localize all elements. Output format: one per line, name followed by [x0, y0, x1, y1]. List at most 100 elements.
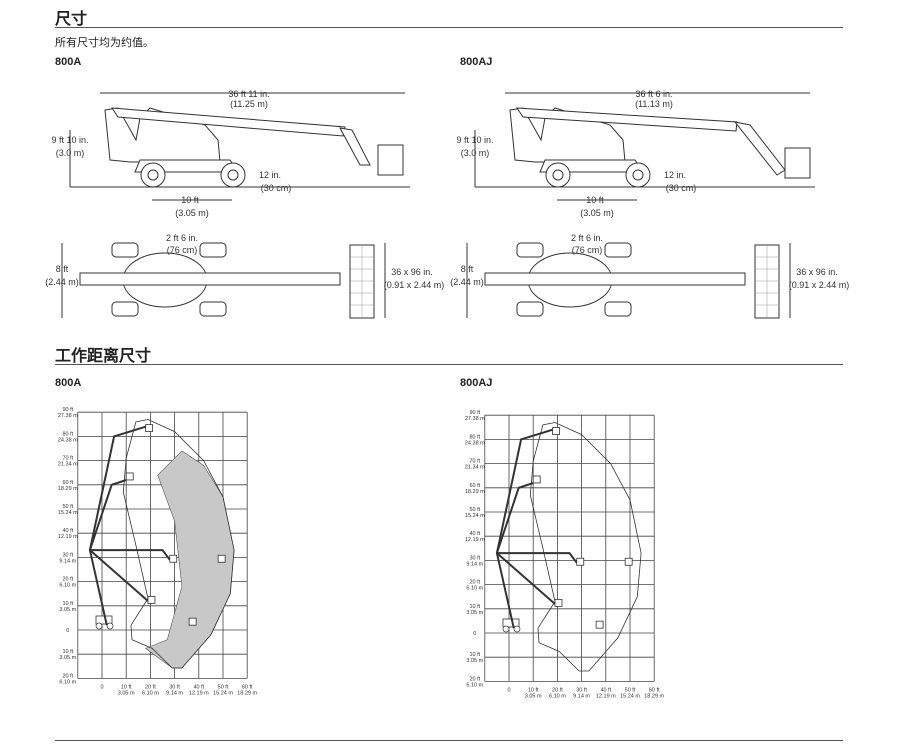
- platform-icon: [576, 557, 585, 566]
- boom-pose: [495, 482, 534, 629]
- x-tick-metric-label: 3.05 m: [525, 693, 542, 699]
- x-tick-label: 60 ft: [649, 687, 660, 693]
- y-tick-label: 80 ft: [469, 434, 480, 440]
- y-tick-metric-label: 9.14 m: [466, 561, 483, 567]
- y-tick-metric-label: 3.05 m: [59, 655, 76, 661]
- platform: [784, 147, 811, 179]
- tire: [199, 242, 227, 258]
- x-tick-label: 10 ft: [121, 684, 132, 690]
- clearance-metric-label: (30 cm): [666, 183, 697, 193]
- work-envelope: [529, 422, 642, 672]
- y-tick-label: 20 ft: [469, 676, 480, 682]
- x-tick-label: 20 ft: [145, 684, 156, 690]
- boom-top: [79, 272, 341, 286]
- boom-pose: [496, 552, 556, 605]
- platform-size-label: 36 x 96 in.: [391, 267, 433, 277]
- platform-icon: [188, 617, 197, 626]
- machine-top-view: [79, 242, 386, 319]
- y-tick-metric-label: 21.34 m: [58, 462, 78, 468]
- platform-icon: [217, 554, 226, 563]
- y-tick-label: 0: [473, 631, 476, 637]
- height-metric-label: (3.0 m): [461, 148, 490, 158]
- x-tick-label: 10 ft: [528, 687, 539, 693]
- y-tick-metric-label: 3.05 m: [466, 610, 483, 616]
- clearance-metric-label: (30 cm): [261, 183, 292, 193]
- model-label-800aj: 800AJ: [460, 56, 493, 68]
- wheelbase-metric-label: (3.05 m): [175, 208, 209, 218]
- y-tick-label: 90 ft: [469, 410, 480, 416]
- tire: [111, 301, 139, 317]
- tire: [604, 242, 632, 258]
- clearance-label: 12 in.: [664, 170, 686, 180]
- machine-side-view: [474, 92, 815, 201]
- y-tick-label: 40 ft: [62, 528, 73, 534]
- platform-icon: [595, 620, 604, 629]
- y-tick-label: 80 ft: [62, 431, 73, 437]
- x-tick-label: 40 ft: [193, 684, 204, 690]
- wheel: [106, 622, 114, 630]
- dimensions-heading: 尺寸: [55, 9, 88, 28]
- x-tick-metric-label: 9.14 m: [166, 690, 183, 696]
- y-tick-metric-label: 3.05 m: [466, 658, 483, 664]
- y-tick-label: 0: [66, 628, 69, 634]
- y-tick-metric-label: 18.29 m: [465, 489, 485, 495]
- bottom-divider: [55, 740, 843, 741]
- x-tick-label: 50 ft: [218, 684, 229, 690]
- boom-pose: [88, 425, 146, 551]
- y-tick-metric-label: 6.10 m: [59, 583, 76, 589]
- width-metric-label: (2.44 m): [45, 277, 79, 287]
- working-range-chart-800a: [77, 411, 248, 679]
- y-tick-label: 30 ft: [62, 552, 73, 558]
- boom-top: [484, 272, 746, 286]
- wheel: [140, 162, 166, 188]
- wheel: [625, 162, 651, 188]
- y-tick-metric-label: 27.38 m: [58, 413, 78, 419]
- divider: [55, 27, 843, 28]
- y-tick-label: 60 ft: [469, 483, 480, 489]
- range-label-800aj: 800AJ: [460, 377, 493, 389]
- platform-icon: [554, 598, 563, 607]
- tire: [199, 301, 227, 317]
- y-tick-label: 70 ft: [469, 459, 480, 465]
- hub: [552, 169, 564, 181]
- machine-side-view: [69, 92, 410, 201]
- x-tick-metric-label: 9.14 m: [573, 693, 590, 699]
- x-tick-label: 50 ft: [625, 687, 636, 693]
- boom-pose: [89, 549, 171, 561]
- boom-pose: [495, 428, 553, 554]
- y-tick-metric-label: 24.38 m: [465, 440, 485, 446]
- y-tick-metric-label: 27.38 m: [465, 416, 485, 422]
- y-tick-label: 20 ft: [469, 580, 480, 586]
- x-tick-metric-label: 18.29 m: [237, 690, 257, 696]
- y-tick-metric-label: 12.19 m: [58, 534, 78, 540]
- approx-note: 所有尺寸均为约值。: [55, 36, 154, 49]
- tire: [516, 242, 544, 258]
- length-label: 36 ft 6 in.: [635, 89, 672, 99]
- y-tick-label: 50 ft: [62, 504, 73, 510]
- wheel: [545, 162, 571, 188]
- length-metric-label: (11.13 m): [635, 99, 673, 109]
- platform-size-label: 36 x 96 in.: [796, 267, 838, 277]
- boom: [516, 107, 738, 132]
- jib: [733, 121, 786, 176]
- y-tick-label: 10 ft: [469, 652, 480, 658]
- y-tick-label: 10 ft: [62, 649, 73, 655]
- y-tick-metric-label: 15.24 m: [58, 510, 78, 516]
- y-tick-label: 20 ft: [62, 673, 73, 679]
- wheel: [220, 162, 246, 188]
- x-tick-metric-label: 3.05 m: [118, 690, 135, 696]
- wheel: [95, 622, 103, 630]
- y-tick-label: 40 ft: [469, 531, 480, 537]
- turret-metric-label: (76 cm): [572, 245, 603, 255]
- y-tick-metric-label: 9.14 m: [59, 558, 76, 564]
- x-tick-metric-label: 6.10 m: [142, 690, 159, 696]
- y-tick-label: 60 ft: [62, 480, 73, 486]
- machine-top-view: [484, 242, 791, 319]
- range-label-800a: 800A: [55, 377, 82, 389]
- width-label: 8 ft: [461, 264, 474, 274]
- wheel: [502, 625, 510, 633]
- tire: [604, 301, 632, 317]
- y-tick-label: 10 ft: [62, 601, 73, 607]
